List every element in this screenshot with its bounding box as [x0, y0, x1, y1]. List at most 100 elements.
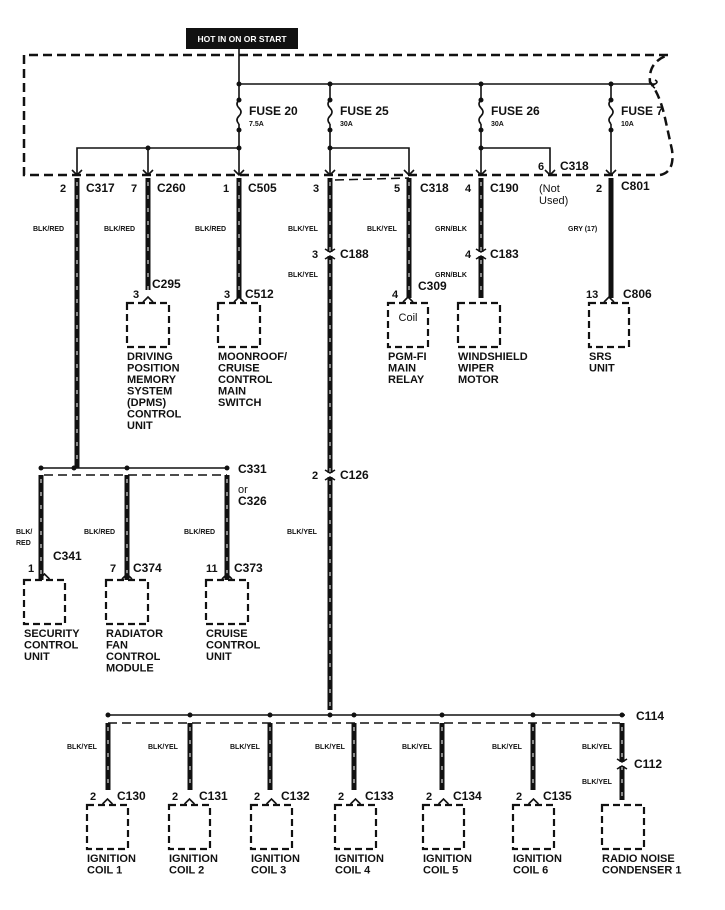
component-label: MAIN: [218, 386, 246, 398]
pin-c260: 7: [131, 183, 137, 195]
component-label: COIL 5: [423, 865, 458, 877]
pin-c505: 1: [223, 183, 229, 195]
pin-c126: 2: [312, 470, 318, 482]
wire-label: RED: [16, 540, 31, 547]
component-box: [421, 803, 466, 851]
component-connector: C374: [133, 561, 162, 575]
component-box: [104, 578, 150, 626]
inline-connector-icon: [616, 758, 628, 763]
component-box: [85, 803, 130, 851]
component-box: [511, 803, 556, 851]
wire-label: BLK/RED: [33, 226, 64, 233]
component-connector: C130: [117, 789, 146, 803]
component-label: UNIT: [589, 363, 615, 375]
splice-c326-label: C326: [238, 494, 267, 508]
connector-c190: C190: [490, 181, 519, 195]
hot-label-box: [186, 28, 298, 49]
wires: [38, 178, 628, 800]
connector-c318-unused: C318: [560, 159, 589, 173]
connector-icon: [527, 797, 540, 805]
component-label: FAN: [106, 640, 128, 652]
component-pin: 2: [338, 791, 344, 803]
not-used-note: (Not: [539, 183, 560, 195]
wire-label: GRN/BLK: [435, 272, 467, 279]
connector-icon: [101, 797, 114, 805]
component-connector: C309: [418, 279, 447, 293]
connector-icon: [183, 797, 196, 805]
wire-label: BLK/YEL: [287, 529, 318, 536]
component-label: DRIVING: [127, 351, 173, 363]
component-box: [600, 803, 646, 851]
component-connector: C512: [245, 287, 274, 301]
hot-label: HOT IN ON OR START: [197, 34, 287, 44]
component-inner-label: Coil: [399, 312, 418, 324]
component-label: IGNITION: [87, 853, 136, 865]
fuse-20: FUSE 20 7.5A: [236, 84, 298, 148]
component-label: MOTOR: [458, 374, 499, 386]
wire-label: BLK/RED: [184, 529, 215, 536]
pin-c318-unused: 6: [538, 161, 544, 173]
wire-label: BLK/YEL: [315, 744, 346, 751]
connector-icon: [38, 572, 51, 580]
bus-continue-icon: [652, 79, 658, 89]
component-pin: 1: [28, 563, 34, 575]
component-box: [204, 578, 250, 626]
component-label: CONTROL: [24, 640, 79, 652]
component-label: CONDENSER 1: [602, 865, 681, 877]
splice-c331-label: C331: [238, 462, 267, 476]
inline-connector-icon: [324, 469, 336, 474]
component-pin: 2: [254, 791, 260, 803]
pin-fuse25-out: 3: [313, 183, 319, 195]
connector-icon: [142, 295, 154, 303]
wire-label: BLK/RED: [195, 226, 226, 233]
component-label: UNIT: [24, 651, 50, 663]
wire-label: BLK/YEL: [67, 744, 98, 751]
wire-label: BLK/YEL: [367, 226, 398, 233]
fuse-20-rating: 7.5A: [249, 121, 264, 128]
component-label: CONTROL: [206, 640, 261, 652]
component-pin: 2: [426, 791, 432, 803]
component-label: COIL 6: [513, 865, 548, 877]
wire-label: BLK/YEL: [582, 744, 613, 751]
splice-c114-label: C114: [636, 709, 664, 723]
component-label: RELAY: [388, 374, 425, 386]
connector-icon: [233, 295, 245, 303]
connector-c126: C126: [340, 468, 369, 482]
component-label: RADIATOR: [106, 628, 163, 640]
wire-label: BLK/YEL: [288, 226, 319, 233]
component-connector: C133: [365, 789, 394, 803]
connector-c188: C188: [340, 247, 369, 261]
connector-icon: [603, 295, 615, 303]
fuse-25-label: FUSE 25: [340, 104, 389, 118]
component-label: CRUISE: [206, 628, 248, 640]
wire-label: BLK/YEL: [230, 744, 261, 751]
wire-label: BLK/RED: [84, 529, 115, 536]
component-label: WINDSHIELD: [458, 351, 528, 363]
component-label: IGNITION: [251, 853, 300, 865]
component-pin: 2: [172, 791, 178, 803]
wire-label: BLK/YEL: [148, 744, 179, 751]
component-connector: C341: [53, 549, 82, 563]
component-label: COIL 1: [87, 865, 122, 877]
component-pin: 3: [133, 289, 139, 301]
component-box: [22, 578, 67, 626]
wire-label: BLK/YEL: [402, 744, 433, 751]
connector-c801: C801: [621, 179, 650, 193]
pin-c318: 5: [394, 183, 400, 195]
connector-icon: [265, 797, 278, 805]
connector-icon: [349, 797, 362, 805]
wire-label: GRY (17): [568, 226, 597, 233]
component-label: POSITION: [127, 363, 180, 375]
component-label: CONTROL: [106, 651, 161, 663]
fuse-7: FUSE 7 10A: [608, 84, 663, 174]
pin-c317: 2: [60, 183, 66, 195]
connector-c260: C260: [157, 181, 186, 195]
